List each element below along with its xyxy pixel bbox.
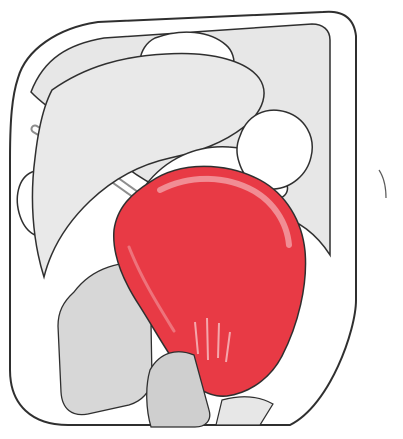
illustration-canvas (0, 0, 403, 439)
airbag-illustration (0, 0, 403, 439)
